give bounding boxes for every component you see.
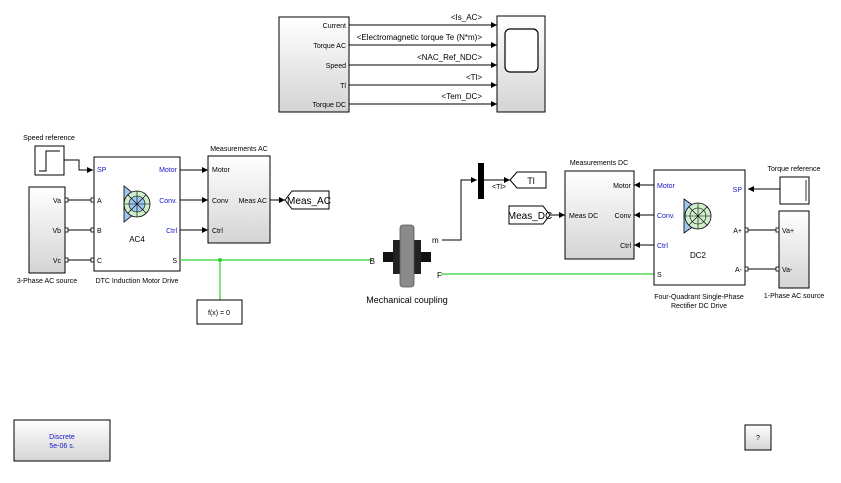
- physical-connection-wires: [180, 258, 656, 300]
- ac-source-wires: [64, 197, 95, 263]
- ac-drive-label: DTC Induction Motor Drive: [96, 278, 179, 285]
- dc-drive-output-wires: [634, 182, 654, 248]
- step-icon: [39, 150, 60, 172]
- mech-port-m: m: [432, 236, 439, 245]
- bus-port-speed: Speed: [326, 63, 346, 70]
- svg-text:Meas_AC: Meas_AC: [287, 196, 331, 207]
- ac-source-block[interactable]: Va Vb Vc: [28, 186, 66, 274]
- meas-dc-block[interactable]: Meas DC Motor Conv Ctrl: [564, 170, 635, 260]
- wire-mech-m: [442, 177, 477, 241]
- solver-config-block[interactable]: f(x) = 0: [196, 299, 243, 325]
- svg-text:Tl: Tl: [527, 176, 535, 186]
- meas-ac-port-conv: Conv: [212, 198, 229, 205]
- ac-drive-block[interactable]: SP A B C Motor Conv. Ctrl S AC4: [93, 156, 181, 272]
- dc-motor-icon: [683, 198, 712, 234]
- ac-drive-output-wires: [180, 167, 208, 233]
- bus-selector-block[interactable]: [478, 163, 484, 199]
- signal-label-is-ac: <Is_AC>: [451, 13, 482, 22]
- meas-dc-port-in: Meas DC: [569, 213, 598, 220]
- goto-tl-tag[interactable]: Tl: [509, 171, 547, 189]
- powergui-mode: Discrete: [49, 434, 75, 441]
- dc-drive-label-line1: Four-Quadrant Single-Phase: [654, 294, 744, 301]
- meas-dc-port-conv: Conv: [615, 213, 632, 220]
- meas-ac-port-ctrl: Ctrl: [212, 228, 223, 235]
- meas-dc-port-motor: Motor: [613, 183, 632, 190]
- goto-meas-ac-tag[interactable]: Meas_AC: [284, 190, 331, 210]
- signal-label-tem-dc: <Tem_DC>: [442, 92, 483, 101]
- speed-reference-block[interactable]: [34, 145, 65, 176]
- tl-selector-label: <Tl>: [492, 184, 506, 191]
- from-meas-dc-tag[interactable]: Meas_DC: [508, 205, 552, 225]
- dc-drive-port-a-plus: A+: [733, 228, 742, 235]
- ac-drive-port-ctrl: Ctrl: [166, 228, 177, 235]
- torque-reference-block[interactable]: [779, 176, 810, 205]
- dc-drive-port-ctrl: Ctrl: [657, 243, 668, 250]
- signal-label-nac-ref: <NAC_Ref_NDC>: [417, 53, 482, 62]
- meas-ac-port-out: Meas AC: [239, 198, 267, 205]
- scope-screen-icon: [504, 28, 539, 73]
- coupling-icon: [383, 224, 431, 288]
- scope-block[interactable]: [496, 15, 546, 113]
- svg-text:f(x) = 0: f(x) = 0: [208, 310, 230, 317]
- help-block[interactable]: ?: [744, 424, 772, 451]
- dc-source-port-va-minus: Va-: [782, 267, 793, 274]
- ac-drive-port-conv: Conv.: [159, 198, 177, 205]
- ac-drive-port-c: C: [97, 258, 102, 265]
- dc-source-label: 1-Phase AC source: [764, 293, 824, 300]
- wire-speed-ref: [64, 159, 93, 173]
- signal-label-te: <Electromagnetic torque Te (N*m)>: [357, 33, 483, 42]
- help-icon: ?: [756, 435, 760, 442]
- meas-dc-title: Measurements DC: [570, 160, 628, 167]
- dc-drive-port-motor: Motor: [657, 183, 676, 190]
- top-signal-lines: <Is_AC> <Electromagnetic torque Te (N*m)…: [349, 13, 497, 107]
- meas-ac-port-motor: Motor: [212, 167, 231, 174]
- ac-source-port-vb: Vb: [52, 228, 61, 235]
- meas-ac-title: Measurements AC: [210, 146, 268, 153]
- ac-drive-port-sp: SP: [97, 167, 107, 174]
- ac-drive-port-b: B: [97, 228, 102, 235]
- svg-text:Meas_DC: Meas_DC: [508, 211, 552, 222]
- dc-drive-port-s: S: [657, 272, 662, 279]
- dc-drive-port-sp: SP: [733, 187, 743, 194]
- mechanical-coupling-block[interactable]: B F m: [370, 224, 442, 288]
- speed-reference-label: Speed reference: [23, 135, 75, 142]
- dc-drive-label-line2: Rectifier DC Drive: [671, 303, 727, 310]
- bus-port-torque-dc: Torque DC: [313, 102, 346, 109]
- powergui-block[interactable]: Discrete 5e-06 s.: [13, 419, 111, 462]
- dc-drive-block[interactable]: Motor Conv. Ctrl S SP A+ A- DC2: [653, 169, 746, 286]
- meas-ac-block[interactable]: Motor Conv Ctrl Meas AC: [207, 155, 271, 244]
- mech-port-b: B: [370, 257, 375, 266]
- dc-drive-name: DC2: [690, 251, 707, 260]
- powergui-sample-time: 5e-06 s.: [49, 443, 74, 450]
- mech-port-f: F: [437, 271, 442, 280]
- dc-drive-port-a-minus: A-: [735, 267, 743, 274]
- signal-label-tl: <Tl>: [466, 73, 482, 82]
- meas-dc-port-ctrl: Ctrl: [620, 243, 631, 250]
- ac-drive-port-a: A: [97, 198, 102, 205]
- bus-port-torque-ac: Torque AC: [313, 43, 346, 50]
- signal-bus-block[interactable]: Current Torque AC Speed Tl Torque DC: [278, 16, 350, 113]
- ac-drive-name: AC4: [129, 235, 145, 244]
- bus-port-current: Current: [323, 23, 346, 30]
- ac-source-port-vc: Vc: [53, 258, 62, 265]
- bus-port-tl: Tl: [340, 83, 346, 90]
- ac-drive-port-motor: Motor: [159, 167, 178, 174]
- mech-coupling-label: Mechanical coupling: [366, 295, 448, 305]
- dc-drive-port-conv: Conv.: [657, 213, 675, 220]
- torque-reference-label: Torque reference: [768, 166, 821, 173]
- ac-motor-icon: [123, 185, 151, 223]
- dc-source-port-va-plus: Va+: [782, 228, 794, 235]
- ac-source-port-va: Va: [53, 198, 61, 205]
- dc-source-wires: [744, 227, 780, 272]
- ac-source-label: 3-Phase AC source: [17, 278, 77, 285]
- ac-drive-port-s: S: [172, 258, 177, 265]
- dc-source-block[interactable]: Va+ Va-: [778, 210, 810, 289]
